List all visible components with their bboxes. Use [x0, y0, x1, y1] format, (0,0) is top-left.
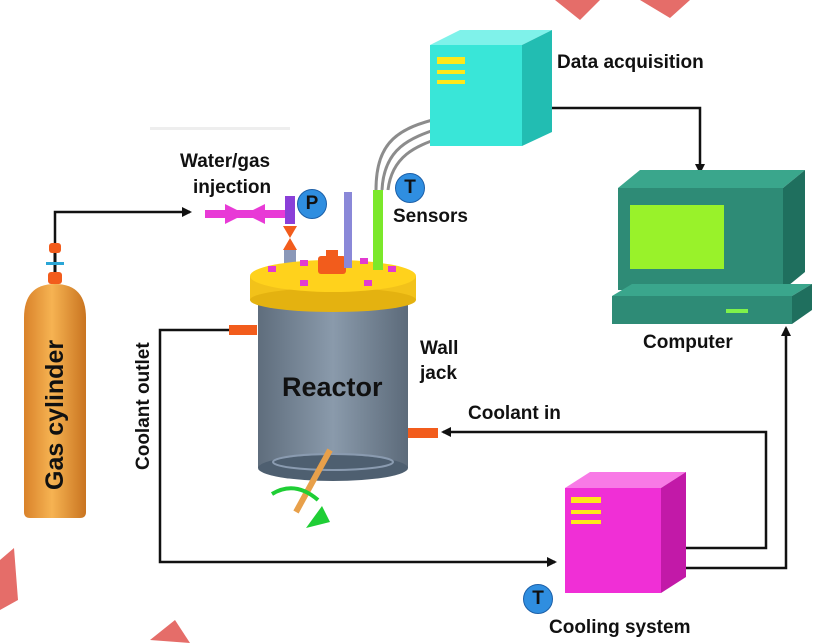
gas-cylinder — [24, 243, 86, 518]
computer-label: Computer — [643, 332, 733, 353]
cooling-system-label: Cooling system — [549, 617, 691, 638]
daq-to-computer-line — [552, 106, 705, 174]
reactor-label: Reactor — [282, 372, 383, 402]
sensor-wire — [374, 116, 441, 191]
gas-cylinder-label: Gas cylinder — [41, 339, 69, 490]
reactor-vessel — [258, 296, 408, 468]
water-gas-injection-label: Water/gas — [180, 151, 271, 172]
computer — [612, 170, 812, 324]
reactor — [229, 190, 438, 528]
coolant-outlet-label: Coolant outlet — [133, 342, 154, 470]
corner-decoration — [640, 0, 690, 18]
gas-supply-line — [53, 207, 192, 248]
water-gas-injection-label-2: injection — [193, 177, 272, 198]
injection-valve — [205, 196, 297, 272]
corner-decoration — [0, 548, 18, 610]
pressure-gauge-badge: P — [297, 189, 327, 219]
temperature-sensor-badge: T — [395, 173, 425, 203]
corner-decoration — [150, 620, 190, 643]
data-acquisition-unit — [430, 30, 552, 146]
coolant-outlet-line — [158, 328, 557, 567]
computer-screen — [630, 205, 724, 269]
cooling-system-unit — [565, 472, 686, 593]
coolant-in-line — [441, 427, 768, 550]
sensors-label: Sensors — [393, 206, 468, 227]
wall-jack-label-2: jack — [420, 363, 457, 384]
cooling-to-computer-line — [686, 326, 791, 570]
coolant-in-label: Coolant in — [468, 403, 561, 424]
temperature-cooling-badge: T — [523, 584, 553, 614]
stirrer-rotation-arrow — [270, 486, 320, 502]
data-acquisition-label: Data acquisition — [557, 52, 704, 73]
corner-decoration — [555, 0, 600, 20]
wall-jack-label: Wall — [420, 338, 459, 359]
glare-line — [150, 127, 290, 130]
